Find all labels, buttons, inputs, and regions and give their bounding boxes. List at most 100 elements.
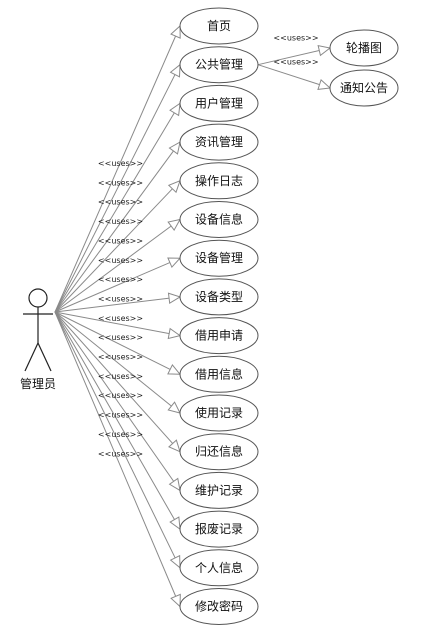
use-case-label: 报废记录 (195, 521, 243, 536)
use-case-ellipse (179, 510, 259, 548)
actor-right-leg (37, 342, 52, 372)
association-line-device-info (54, 219, 181, 313)
association-line-public-mgmt (54, 64, 181, 313)
use-case-ellipse (179, 588, 259, 625)
use-case-label: 设备信息 (195, 212, 243, 227)
use-case-home[interactable]: 首页 (179, 7, 259, 45)
use-case-label: 操作日志 (195, 173, 243, 188)
actor-left-leg (24, 342, 39, 372)
use-case-label: 资讯管理 (195, 134, 243, 149)
sub-uses-label-notice: <<uses>> (273, 57, 318, 66)
sub-use-case-carousel[interactable]: 轮播图 (329, 29, 399, 67)
uses-label-usage-record: <<uses>> (98, 353, 143, 362)
use-case-ellipse (179, 162, 259, 200)
use-case-ellipse (329, 29, 399, 67)
association-line-borrow-info (54, 311, 181, 375)
use-case-label: 公共管理 (195, 57, 243, 72)
uses-label-borrow-apply: <<uses>> (98, 314, 143, 323)
uses-label-device-type: <<uses>> (98, 295, 143, 304)
association-line-user-mgmt (54, 103, 181, 313)
use-case-ellipse (179, 123, 259, 161)
use-case-borrow-info[interactable]: 借用信息 (179, 355, 259, 393)
association-arrow-device-type (167, 292, 182, 305)
uses-label-user-mgmt: <<uses>> (98, 198, 143, 207)
association-arrow-public-mgmt (169, 63, 181, 78)
use-case-label: 设备管理 (195, 250, 243, 265)
association-line-maintenance-record (54, 311, 181, 491)
use-case-device-type[interactable]: 设备类型 (179, 278, 259, 316)
association-arrow-borrow-apply (167, 327, 182, 340)
uses-label-maintenance-record: <<uses>> (98, 391, 143, 400)
actor-head (28, 288, 48, 308)
association-arrow-operation-log (167, 179, 181, 194)
use-case-ellipse (329, 69, 399, 107)
association-line-borrow-apply (54, 311, 181, 337)
use-case-borrow-apply[interactable]: 借用申请 (179, 317, 259, 355)
use-case-ellipse (179, 355, 259, 393)
use-case-ellipse (179, 201, 259, 238)
use-case-layer: 首页公共管理用户管理资讯管理操作日志设备信息设备管理设备类型借用申请借用信息使用… (179, 7, 259, 625)
uses-label-change-password: <<uses>> (98, 449, 143, 458)
use-case-ellipse (179, 317, 259, 355)
use-case-maintenance-record[interactable]: 维护记录 (179, 471, 259, 509)
uses-label-news-mgmt: <<uses>> (98, 217, 143, 226)
use-case-device-mgmt[interactable]: 设备管理 (179, 239, 259, 277)
actor-admin[interactable]: 管理员 (20, 288, 56, 391)
association-arrow-personal-info (169, 554, 181, 569)
use-case-change-password[interactable]: 修改密码 (179, 588, 259, 625)
uses-label-scrap-record: <<uses>> (98, 411, 143, 420)
use-case-ellipse (179, 84, 259, 122)
association-layer (54, 24, 332, 608)
use-case-ellipse (179, 549, 259, 587)
association-arrow-usage-record (167, 401, 181, 414)
sub-uses-label-carousel: <<uses>> (273, 33, 318, 42)
sub-use-case-notice[interactable]: 通知公告 (329, 69, 399, 107)
use-case-ellipse (179, 7, 259, 45)
association-line-home (54, 25, 181, 313)
use-case-ellipse (179, 471, 259, 509)
use-case-ellipse (179, 239, 259, 277)
use-case-label: 设备类型 (195, 290, 243, 304)
use-case-device-info[interactable]: 设备信息 (179, 201, 259, 238)
association-arrow-return-info (168, 439, 181, 453)
use-case-scrap-record[interactable]: 报废记录 (179, 510, 259, 548)
association-arrow-user-mgmt (169, 102, 181, 117)
association-arrow-scrap-record (169, 516, 181, 531)
use-case-label: 维护记录 (195, 483, 243, 497)
actor-label: 管理员 (20, 376, 56, 391)
sub-association-line-notice (257, 64, 331, 89)
association-line-scrap-record (54, 311, 181, 530)
use-case-label: 修改密码 (195, 599, 243, 614)
use-case-label: 使用记录 (195, 405, 243, 420)
association-line-device-type (54, 296, 181, 313)
use-case-label: 首页 (207, 19, 231, 33)
use-case-news-mgmt[interactable]: 资讯管理 (179, 123, 259, 161)
uses-label-public-mgmt: <<uses>> (98, 178, 143, 187)
association-line-operation-log (54, 180, 181, 313)
use-case-user-mgmt[interactable]: 用户管理 (179, 84, 259, 122)
uses-label-home: <<uses>> (98, 159, 143, 168)
uses-label-borrow-info: <<uses>> (98, 333, 143, 342)
uses-label-return-info: <<uses>> (98, 372, 143, 381)
uses-label-personal-info: <<uses>> (98, 430, 143, 439)
use-case-label: 借用信息 (195, 366, 243, 381)
association-arrow-device-mgmt (167, 257, 182, 269)
use-case-label: 归还信息 (195, 444, 243, 459)
uses-label-layer: <<uses>> <<uses>> <<uses>> <<uses>> <<uses>>… (98, 33, 319, 458)
association-line-return-info (54, 311, 181, 453)
use-case-operation-log[interactable]: 操作日志 (179, 162, 259, 200)
association-line-usage-record (54, 311, 181, 414)
association-line-news-mgmt (54, 141, 181, 313)
use-case-personal-info[interactable]: 个人信息 (179, 549, 259, 587)
use-case-label: 轮播图 (346, 41, 382, 55)
association-arrow-news-mgmt (168, 141, 181, 155)
use-case-public-mgmt[interactable]: 公共管理 (179, 46, 259, 84)
association-arrow-borrow-info (167, 364, 182, 375)
use-case-return-info[interactable]: 归还信息 (179, 433, 259, 471)
use-case-usage-record[interactable]: 使用记录 (179, 394, 259, 432)
association-arrow-device-info (167, 218, 181, 231)
uses-label-operation-log: <<uses>> (98, 236, 143, 245)
uses-label-device-mgmt: <<uses>> (98, 275, 143, 284)
